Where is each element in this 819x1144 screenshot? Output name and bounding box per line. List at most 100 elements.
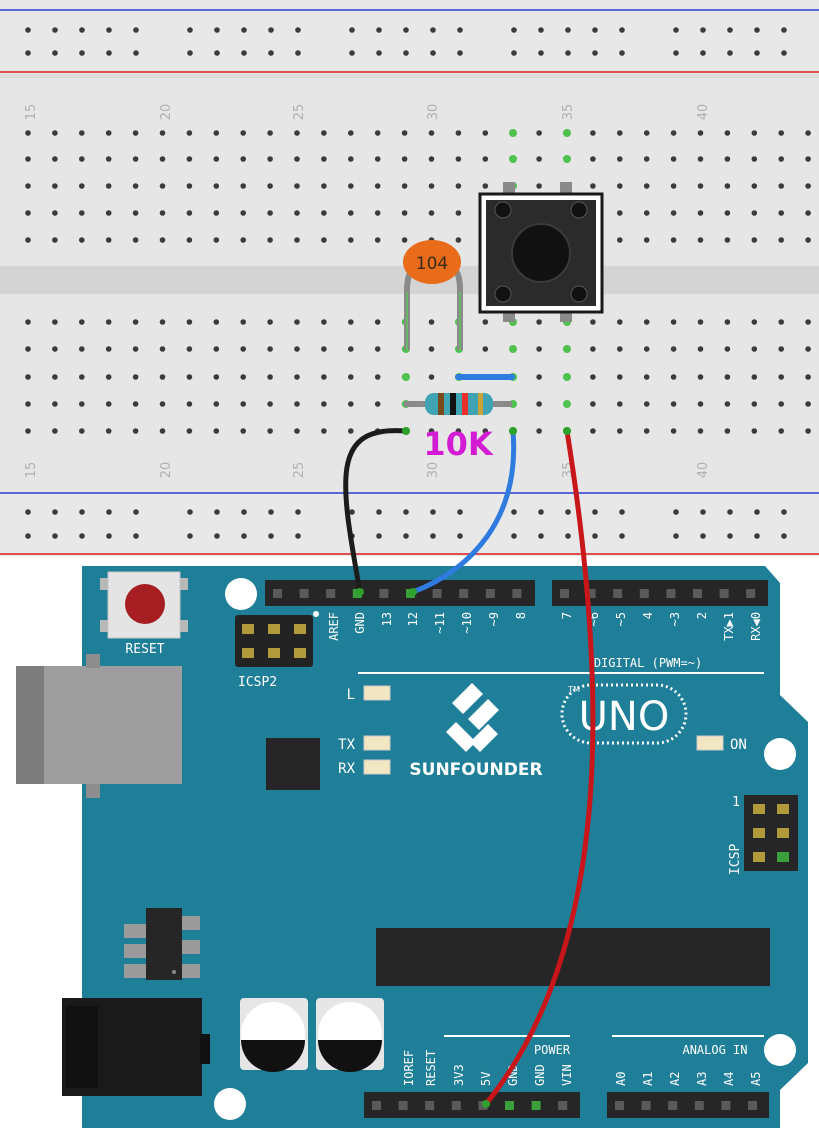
breadboard-hole bbox=[536, 156, 542, 162]
digital-pin-label: GND bbox=[353, 612, 367, 634]
header-pin bbox=[748, 1101, 757, 1110]
breadboard-hole bbox=[213, 428, 220, 434]
rail-hole bbox=[700, 509, 706, 515]
breadboard-hole bbox=[348, 130, 354, 136]
breadboard-hole bbox=[267, 346, 273, 352]
power-pin-label: VIN bbox=[560, 1064, 574, 1086]
breadboard-hole bbox=[348, 401, 354, 407]
rail-hole bbox=[241, 27, 247, 33]
breadboard-hole bbox=[186, 130, 193, 136]
rail-hole bbox=[781, 50, 787, 56]
header-pin bbox=[558, 1101, 568, 1110]
breadboard-hole bbox=[159, 130, 166, 136]
header-pin bbox=[398, 1101, 408, 1110]
mount-hole bbox=[214, 1088, 246, 1120]
breadboard-hole bbox=[105, 210, 112, 216]
breadboard-hole bbox=[778, 237, 784, 243]
board-pcb bbox=[82, 566, 808, 1128]
rail-hole bbox=[673, 533, 679, 539]
breadboard-hole bbox=[805, 156, 811, 162]
reset-label: RESET bbox=[125, 642, 164, 657]
rail-hole bbox=[79, 533, 85, 539]
breadboard-hole bbox=[294, 183, 300, 189]
breadboard-hole bbox=[536, 346, 542, 352]
top-power-rail bbox=[0, 0, 819, 74]
rail-hole bbox=[538, 50, 544, 56]
breadboard-hole bbox=[697, 346, 704, 352]
breadboard-hole bbox=[132, 183, 139, 189]
breadboard-hole bbox=[79, 183, 85, 189]
breadboard-hole bbox=[805, 130, 811, 136]
column-number: 35 bbox=[561, 104, 576, 121]
breadboard-hole bbox=[643, 156, 650, 162]
header-pin bbox=[668, 1101, 678, 1110]
rail-hole bbox=[268, 533, 274, 539]
header-pin bbox=[459, 589, 469, 598]
breadboard-hole bbox=[805, 428, 811, 434]
breadboard-hole bbox=[670, 237, 677, 243]
rail-hole bbox=[187, 27, 193, 33]
breadboard-hole bbox=[455, 237, 462, 243]
breadboard-hole bbox=[132, 237, 139, 243]
header-pin bbox=[379, 589, 389, 598]
breadboard-hole bbox=[348, 237, 354, 243]
wire-blue-pin12 bbox=[412, 430, 517, 595]
rail-hole bbox=[403, 27, 409, 33]
rail-hole bbox=[700, 27, 706, 33]
rail-hole bbox=[25, 27, 31, 33]
breadboard-hole bbox=[670, 156, 677, 162]
breadboard-hole bbox=[159, 183, 166, 189]
mount-hole bbox=[764, 738, 796, 770]
breadboard-hole bbox=[617, 210, 623, 216]
rail-hole bbox=[511, 27, 517, 33]
breadboard-hole bbox=[590, 401, 596, 407]
breadboard-hole bbox=[348, 346, 354, 352]
breadboard-hole bbox=[105, 401, 112, 407]
breadboard-hole bbox=[697, 130, 704, 136]
wire-red-5v bbox=[484, 430, 596, 1106]
led-tx bbox=[363, 735, 391, 751]
breadboard-hole bbox=[617, 428, 623, 434]
rail-hole bbox=[754, 27, 760, 33]
breadboard-hole bbox=[536, 130, 542, 136]
breadboard-hole bbox=[240, 319, 246, 325]
breadboard-hole bbox=[79, 428, 85, 434]
header-pin bbox=[425, 1101, 435, 1110]
rail-hole bbox=[52, 27, 58, 33]
breadboard-hole bbox=[778, 346, 784, 352]
breadboard-hole bbox=[240, 130, 246, 136]
breadboard-hole bbox=[482, 156, 489, 162]
rail-hole bbox=[241, 50, 247, 56]
breadboard-hole bbox=[751, 374, 758, 380]
digital-pin-label: 13 bbox=[380, 612, 394, 626]
trademark: TM bbox=[567, 685, 580, 694]
rail-hole bbox=[106, 533, 112, 539]
rail-hole bbox=[754, 533, 760, 539]
breadboard-hole bbox=[778, 374, 784, 380]
breadboard-hole bbox=[697, 237, 704, 243]
breadboard-hole bbox=[348, 156, 354, 162]
breadboard-hole bbox=[536, 183, 542, 189]
breadboard-hole bbox=[751, 319, 758, 325]
header-pin bbox=[485, 589, 495, 598]
breadboard-hole bbox=[52, 374, 58, 380]
breadboard-hole bbox=[590, 374, 596, 380]
breadboard-hole bbox=[132, 401, 139, 407]
breadboard-hole bbox=[159, 210, 166, 216]
push-button bbox=[478, 182, 604, 322]
breadboard-hole bbox=[482, 319, 489, 325]
header-pin bbox=[746, 589, 756, 598]
breadboard-hole bbox=[778, 130, 784, 136]
breadboard-hole bbox=[186, 183, 193, 189]
breadboard-hole bbox=[240, 374, 246, 380]
rail-hole bbox=[349, 27, 355, 33]
header-pin bbox=[372, 1101, 381, 1110]
bottom-power-rail bbox=[0, 490, 819, 556]
breadboard-hole bbox=[348, 428, 354, 434]
breadboard-hole bbox=[482, 183, 489, 189]
rail-hole bbox=[106, 50, 112, 56]
